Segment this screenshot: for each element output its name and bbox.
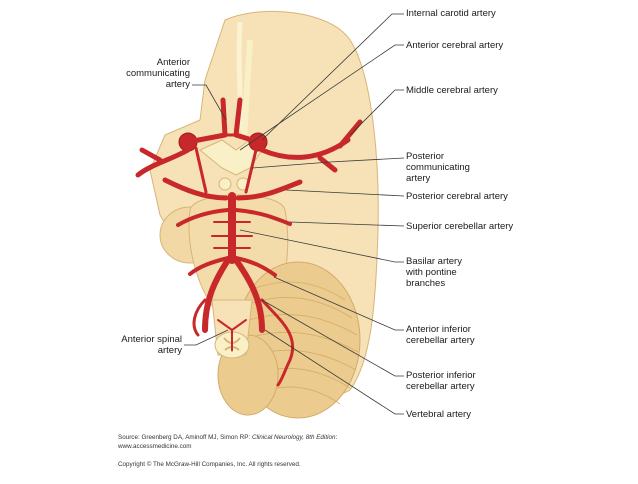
- label-line: artery: [157, 345, 182, 356]
- superior-cerebellar-artery: [234, 208, 292, 226]
- copyright: Copyright © The McGraw-Hill Companies, I…: [118, 461, 301, 468]
- label-line: Posterior: [406, 151, 445, 162]
- posterior-cerebral-artery: [162, 177, 229, 201]
- olfactory-tract: [241, 39, 253, 141]
- pontine-branches: [211, 221, 253, 249]
- superior-cerebellar-artery: [176, 208, 230, 227]
- anterior-cerebral-artery: [233, 97, 243, 138]
- posterior-inferior-cerebellar-artery: [192, 298, 207, 337]
- label-line: artery: [165, 79, 190, 90]
- label-line: Anterior spinal: [121, 334, 182, 345]
- label-middle-cerebral-artery: Middle cerebral artery: [406, 85, 498, 96]
- posterior-communicating-artery: [244, 148, 258, 194]
- label-anterior-cerebral-artery: Anterior cerebral artery: [406, 40, 503, 51]
- source-citation: Source: Greenberg DA, Aminoff MJ, Simon …: [118, 434, 337, 442]
- label-line: Anterior inferior: [406, 324, 471, 335]
- label-line: communicating: [406, 162, 470, 173]
- label-posterior-cerebral-artery: Posterior cerebral artery: [406, 191, 508, 202]
- label-line: communicating: [126, 68, 190, 79]
- label-line: Middle cerebral artery: [406, 85, 498, 96]
- source-url: www.accessmedicine.com: [118, 443, 192, 450]
- arteries: [135, 97, 363, 387]
- label-line: Anterior cerebral artery: [406, 40, 504, 51]
- middle-cerebral-artery: [259, 119, 363, 173]
- anterior-inferior-cerebellar-artery: [188, 256, 230, 276]
- vertebral-artery: [233, 257, 265, 333]
- label-anterior-spinal-artery: Anterior spinal artery: [121, 334, 182, 356]
- source-title: Clinical Neurology, 8th Edition: [251, 434, 336, 441]
- posterior-communicating-artery: [194, 146, 208, 194]
- label-basilar-artery: Basilar artery with pontine branches: [406, 256, 462, 289]
- label-line: Vertebral artery: [406, 409, 471, 420]
- leader-lines: [184, 13, 405, 415]
- label-line: Superior cerebellar artery: [406, 221, 514, 232]
- label-line: artery: [406, 173, 431, 184]
- vertebral-artery: [202, 257, 231, 333]
- anterior-inferior-cerebellar-artery: [234, 256, 277, 277]
- label-posterior-inferior-cerebellar-artery: Posterior inferior cerebellar artery: [406, 370, 476, 392]
- label-line: cerebellar artery: [406, 335, 475, 346]
- label-line: Posterior inferior: [406, 370, 476, 381]
- label-anterior-communicating-artery: Anterior communicating artery: [126, 57, 190, 90]
- mammillary-body: [218, 177, 232, 191]
- label-line: Basilar artery: [406, 256, 462, 267]
- source-suffix: :: [335, 434, 338, 441]
- label-line: cerebellar artery: [406, 381, 475, 392]
- label-line: with pontine: [406, 267, 457, 278]
- label-line: Anterior: [156, 57, 190, 68]
- longitudinal-fissure: [236, 21, 245, 131]
- label-vertebral-artery: Vertebral artery: [406, 409, 471, 420]
- label-anterior-inferior-cerebellar-artery: Anterior inferior cerebellar artery: [406, 324, 475, 346]
- label-superior-cerebellar-artery: Superior cerebellar artery: [406, 221, 513, 232]
- label-internal-carotid-artery: Internal carotid artery: [406, 8, 496, 19]
- label-line: branches: [406, 278, 446, 289]
- posterior-cerebral-artery: [235, 179, 303, 201]
- label-line: Internal carotid artery: [406, 8, 496, 19]
- posterior-inferior-cerebellar-artery: [260, 298, 295, 387]
- label-line: Posterior cerebral artery: [406, 191, 508, 202]
- label-posterior-communicating-artery: Posterior communicating artery: [406, 151, 470, 184]
- anterior-cerebral-artery: [220, 97, 228, 138]
- source-prefix: Source: Greenberg DA, Aminoff MJ, Simon …: [118, 434, 252, 441]
- anterior-spinal-artery: [217, 319, 247, 351]
- middle-cerebral-artery: [135, 147, 191, 178]
